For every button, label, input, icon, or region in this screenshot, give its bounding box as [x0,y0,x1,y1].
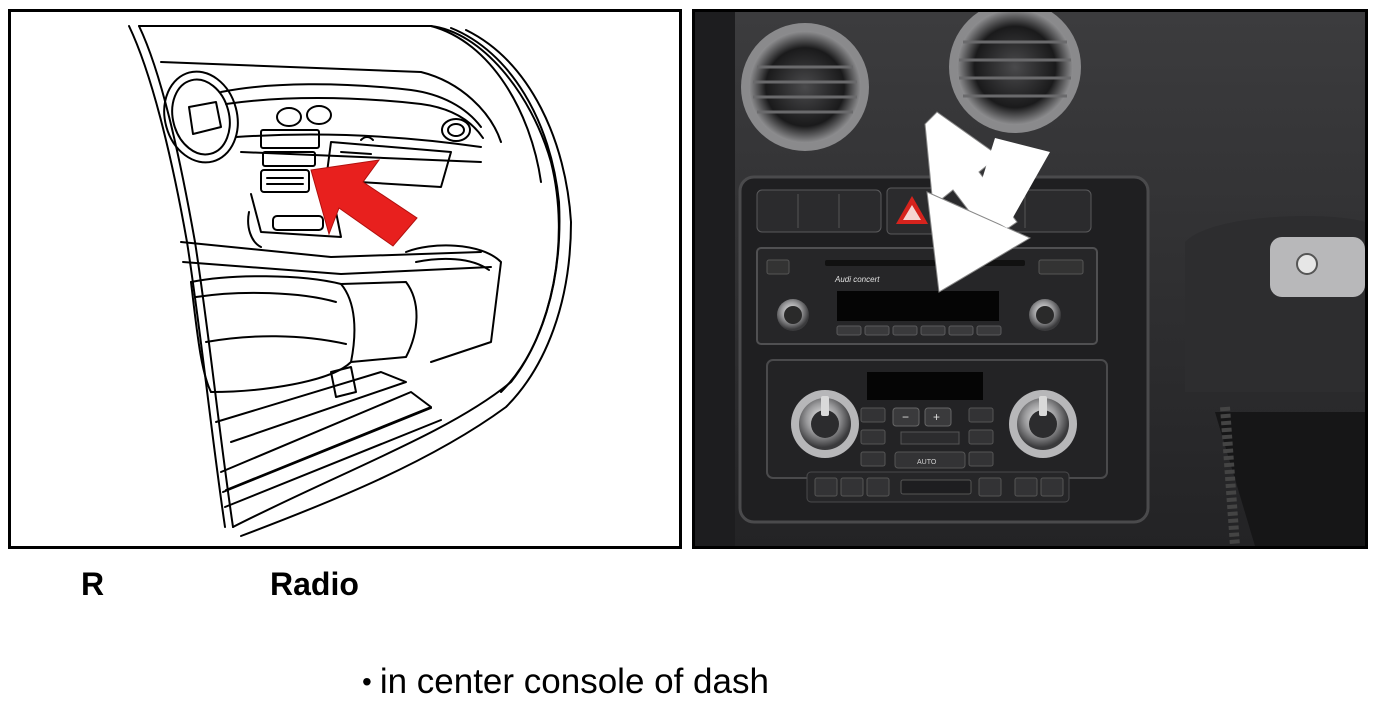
red-arrow-icon [310,159,418,247]
component-name: Radio [270,566,359,602]
car-interior-line-drawing [128,25,572,537]
location-note: •in center console of dash [362,660,769,704]
interior-line-drawing-panel [8,9,682,549]
dashboard-photo-panel: Audi concert − + AUTO [692,9,1368,549]
component-code: R [81,566,105,602]
white-arrow-icon [924,111,1050,293]
svg-text:−: − [902,410,909,424]
dashboard-photo: Audi concert − + AUTO [695,12,1365,546]
svg-text:+: + [933,410,940,424]
bullet-icon: • [362,666,372,697]
climate-auto-label: AUTO [917,459,937,466]
location-text: in center console of dash [379,662,769,701]
radio-brand-label: Audi concert [834,275,880,284]
hazard-button-icon [896,196,928,224]
